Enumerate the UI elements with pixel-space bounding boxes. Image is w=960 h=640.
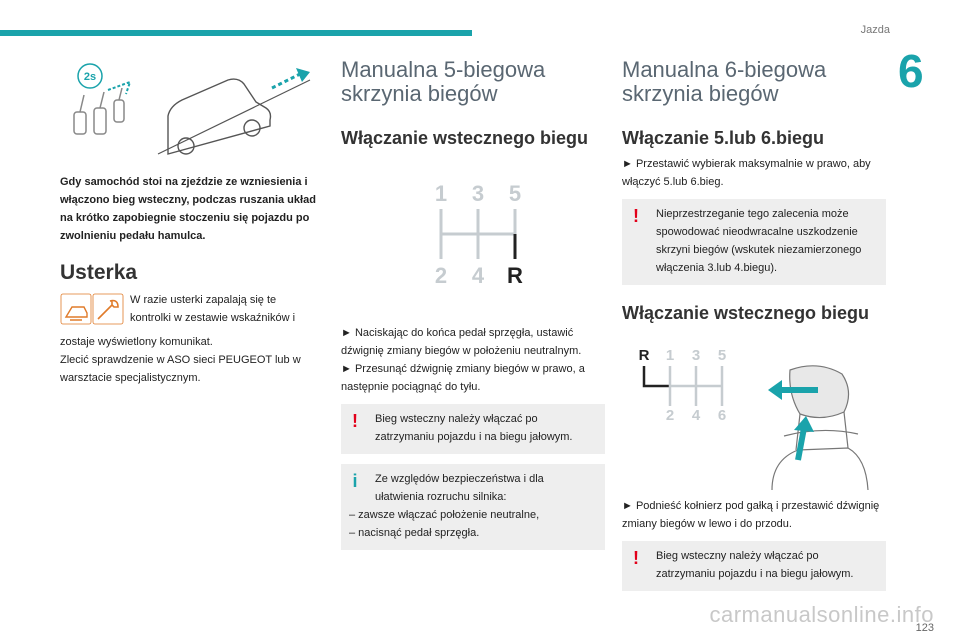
hill-start-fault-icon	[64, 306, 88, 321]
uphill-arrow-icon	[271, 72, 301, 90]
chapter-number: 6	[898, 45, 924, 97]
reverse6-heading: Włączanie wstecznego biegu	[622, 303, 870, 323]
gear-6-label: 6	[718, 407, 726, 424]
info-line-3: – zawsze włączać położenie neutralne,	[349, 509, 540, 521]
column-left: 2s Gdy samochód stoi na zjeździe ze wzni…	[60, 50, 322, 387]
gear-4-label: 4	[472, 263, 485, 288]
reverse6-step: ► Podnieść kołnierz pod gałką i przestaw…	[622, 500, 880, 530]
fault-line-2: kontrolki w zestawie wskaźników i	[130, 312, 296, 324]
reverse5-warning-box: ! Bieg wsteczny należy włączać po zatrzy…	[341, 404, 605, 454]
gear-5-label: 5	[718, 347, 726, 364]
fault-line-4: Zlecić sprawdzenie w ASO sieci PEUGEOT l…	[60, 354, 301, 366]
gear56-step: ► Przestawić wybierak maksymalnie w praw…	[622, 158, 871, 188]
info-line-1: Ze względów bezpieczeństwa i dla	[375, 473, 544, 485]
hill-assist-paragraph: Gdy samochód stoi na zjeździe ze wzniesi…	[60, 176, 316, 242]
gear-reverse-label: R	[507, 263, 523, 288]
fault-paragraph: W razie usterki zapalają się te kontrolk…	[60, 291, 322, 387]
gearbox5-title: Manualna 5-biegowa skrzynia biegów	[341, 58, 605, 106]
reverse6-warning-box: ! Bieg wsteczny należy włączać po zatrzy…	[622, 541, 886, 591]
warning-lights-icons	[60, 293, 124, 333]
fault-heading: Usterka	[60, 261, 138, 284]
gear56-warning-text: Nieprzestrzeganie tego zalecenia może sp…	[656, 208, 862, 274]
info-line-4: – nacisnąć pedał sprzęgła.	[349, 527, 480, 539]
timer-badge-icon	[77, 63, 103, 89]
gear56-warning-box: ! Nieprzestrzeganie tego zalecenia może …	[622, 199, 886, 285]
service-wrench-icon	[97, 299, 119, 320]
reverse5-step1: ► Naciskając do końca pedał sprzęgła, us…	[341, 327, 582, 357]
gear-3-label: 3	[472, 181, 484, 206]
gear-knob-illustration	[771, 365, 869, 491]
warning-exclamation-icon: !	[352, 411, 358, 431]
fault-line-5: warsztacie specjalistycznym.	[60, 372, 201, 384]
reverse5-info-box: i Ze względów bezpieczeństwa i dla ułatw…	[341, 464, 605, 550]
timer-badge-text: 2s	[84, 71, 96, 83]
reverse5-step2: ► Przesunąć dźwignię zmiany biegów w pra…	[341, 363, 585, 393]
reverse5-heading: Włączanie wstecznego biegu	[341, 128, 589, 148]
gear-pattern-6-diagram: R 1 3 5 2 4 6	[639, 347, 869, 491]
slope-line	[157, 79, 311, 155]
gearbox6-title: Manualna 6-biegowa skrzynia biegów	[622, 58, 886, 106]
reverse5-warning-text: Bieg wsteczny należy włączać po zatrzyma…	[375, 413, 573, 443]
hill-start-illustration: 2s	[73, 63, 311, 155]
gear-3-label: 3	[692, 347, 700, 364]
pedal-arrow-icon	[107, 80, 132, 95]
gear-1-label: 1	[666, 347, 674, 364]
gear-reverse-label: R	[639, 347, 650, 364]
page-number: 123	[915, 622, 934, 634]
column-middle: Manualna 5-biegowa skrzynia biegów Włącz…	[341, 50, 605, 550]
gear-2-label: 2	[435, 263, 447, 288]
gear-4-label: 4	[692, 407, 701, 424]
gearbox6-title-line2: skrzynia biegów	[622, 81, 779, 106]
gearbox5-title-line2: skrzynia biegów	[341, 81, 498, 106]
gearbox5-title-line1: Manualna 5-biegowa	[341, 57, 546, 82]
reverse6-warning-text: Bieg wsteczny należy włączać po zatrzyma…	[656, 550, 854, 580]
gear56-heading: Włączanie 5.lub 6.biegu	[622, 128, 825, 148]
gearbox6-title-line1: Manualna 6-biegowa	[622, 57, 827, 82]
column-right: Manualna 6-biegowa skrzynia biegów Włącz…	[622, 50, 886, 591]
warning-exclamation-icon: !	[633, 548, 639, 568]
gear-5-label: 5	[509, 181, 521, 206]
car-silhouette-icon	[167, 78, 272, 155]
reverse-gate-line	[642, 366, 670, 388]
section-name: Jazda	[860, 24, 890, 36]
fault-line-3: zostaje wyświetlony komunikat.	[60, 336, 213, 348]
gear-2-label: 2	[666, 407, 674, 424]
pedals-icon	[73, 87, 125, 135]
lift-collar-arrow-icon	[795, 427, 807, 461]
info-icon: i	[352, 471, 358, 491]
gear-1-label: 1	[435, 181, 447, 206]
info-line-2: ułatwienia rozruchu silnika:	[375, 491, 507, 503]
watermark: carmanualsonline.info	[709, 602, 934, 627]
gear-pattern-5-diagram: 1 3 5 2 4 R	[435, 181, 523, 288]
warning-exclamation-icon: !	[633, 206, 639, 226]
fault-line-1: W razie usterki zapalają się te	[130, 294, 277, 306]
chapter-color-bar	[0, 30, 472, 36]
